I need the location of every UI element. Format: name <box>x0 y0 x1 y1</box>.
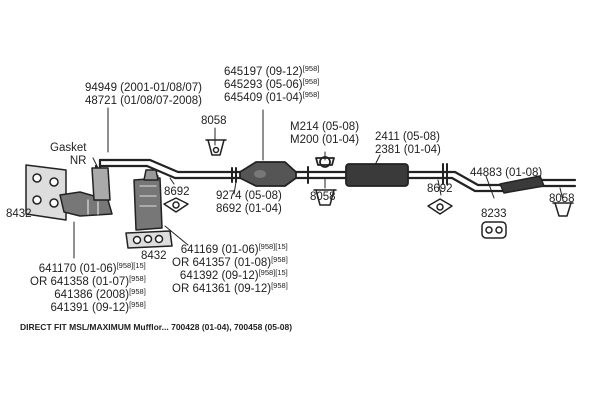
hanger-right-shape <box>427 198 453 215</box>
manifold-left-shape <box>25 164 67 221</box>
pipe-front-label: 94949 (2001-01/08/07) 48721 (01/08/07-20… <box>85 82 203 107</box>
muffler-clamp-label: M214 (05-08) M200 (01-04) <box>290 121 360 146</box>
converter-right-shape <box>133 169 163 231</box>
resonator-label: 645197 (09-12)[958] 645293 (05-06)[958] … <box>224 64 320 104</box>
resonator-shape <box>239 161 297 187</box>
hanger-right-label: 8692 <box>427 183 453 195</box>
footer-note: DIRECT FIT MSL/MAXIMUM Mufflor... 700428… <box>20 322 293 332</box>
insulator-label: 8233 <box>481 208 507 220</box>
manifold-bottom-shape <box>125 230 173 249</box>
clamp-mid-label: 8058 <box>310 191 336 203</box>
clamp-right-label: 8058 <box>549 193 575 205</box>
converters-left-label: 641170 (01-06)[958][15] OR 641358 (01-07… <box>30 261 146 314</box>
gasket-label: Gasket NR <box>50 142 87 167</box>
tailpipe-label: 44883 (01-08) <box>470 167 543 179</box>
muffler-clamp-ring <box>315 156 335 168</box>
clamp-right-shape <box>552 202 574 217</box>
clamp-top-left-label: 8058 <box>201 115 227 127</box>
muffler-label: 2411 (05-08) 2381 (01-04) <box>375 131 441 156</box>
clamp-top-left-shape <box>205 139 227 156</box>
leader-lines <box>73 107 564 259</box>
muffler-shape <box>345 163 409 187</box>
converters-right-label: 641169 (01-06)[958][15] OR 641357 (01-08… <box>172 242 288 295</box>
converter-left-shape <box>59 167 113 217</box>
hanger-left-label: 8692 <box>164 186 190 198</box>
tailpipe-resonator-shape <box>499 175 545 194</box>
manifold-bottom-label: 8432 <box>141 250 167 262</box>
pipe-mid-label: 9274 (05-08) 8692 (01-04) <box>216 190 282 215</box>
manifold-left-label: 8432 <box>6 208 32 220</box>
insulator-shape <box>481 221 507 239</box>
clamp-mid-shape <box>313 189 337 206</box>
pipe-flanges <box>231 163 448 185</box>
